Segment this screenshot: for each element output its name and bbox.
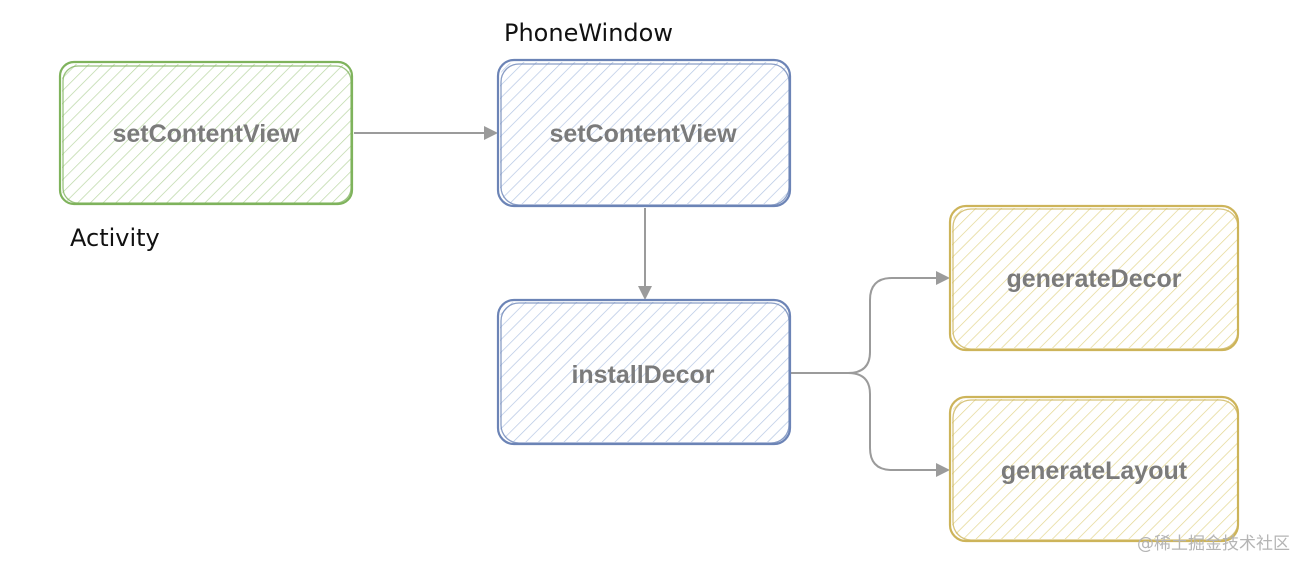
node-generate-layout: generateLayout — [948, 395, 1240, 543]
edge-install-decor-to-generate-layout — [790, 372, 950, 477]
node-activity-set-content-view: setContentView — [58, 60, 354, 206]
node-label: setContentView — [112, 120, 300, 148]
edges — [354, 126, 950, 477]
node-label: installDecor — [571, 361, 714, 389]
edge-install-decor-to-generate-decor — [790, 271, 950, 374]
caption-activity: Activity — [70, 224, 160, 252]
node-label: generateDecor — [1006, 265, 1181, 293]
node-install-decor: installDecor — [496, 298, 792, 446]
node-label: generateLayout — [1001, 457, 1188, 485]
node-generate-decor: generateDecor — [948, 204, 1240, 352]
caption-phone-window: PhoneWindow — [504, 19, 673, 47]
node-label: setContentView — [549, 120, 737, 148]
watermark: @稀土掘金技术社区 — [1137, 534, 1290, 554]
node-window-set-content-view: setContentView — [496, 58, 792, 208]
